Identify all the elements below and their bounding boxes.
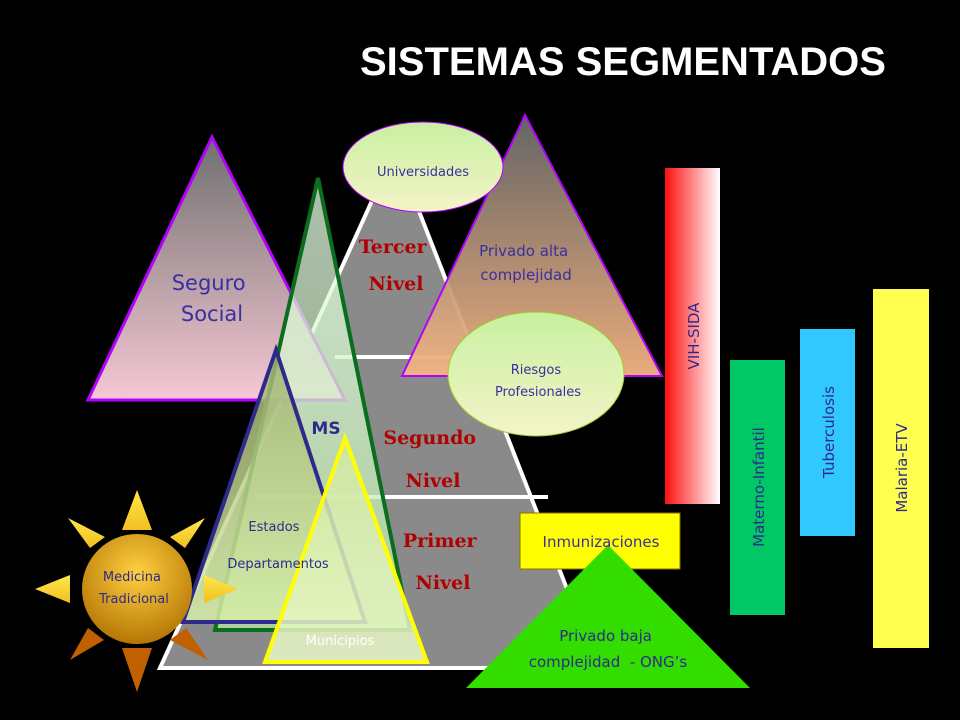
materno-infantil-bar bbox=[730, 360, 785, 615]
svg-text:Riesgos Profesionales: Riesgos Profesionales bbox=[495, 363, 581, 400]
primer-nivel-label: Nivel bbox=[416, 572, 471, 594]
svg-text:Privado alta complejidad: Privado alta complejidad bbox=[479, 242, 573, 284]
universidades-oval bbox=[342, 121, 504, 213]
tuberculosis-label: Tuberculosis bbox=[820, 386, 838, 479]
riesgos-label: Riesgos bbox=[511, 363, 562, 378]
svg-text:Tercer Nivel: Tercer Nivel bbox=[359, 236, 433, 295]
sun-shape bbox=[35, 490, 238, 692]
ongs-label: complejidad - ONG’s bbox=[529, 653, 688, 671]
segundo-label: Segundo bbox=[383, 427, 476, 449]
tuberculosis-bar bbox=[800, 329, 855, 536]
vih-sida-bar bbox=[665, 168, 720, 504]
estados-label: Estados bbox=[248, 520, 299, 535]
privado-alta-label: Privado alta bbox=[479, 242, 568, 260]
malaria-etv-bar bbox=[873, 289, 929, 648]
primer-label: Primer bbox=[403, 530, 478, 552]
page-title: SISTEMAS SEGMENTADOS bbox=[360, 40, 886, 84]
social-label: Social bbox=[181, 302, 243, 326]
departamentos-label: Departamentos bbox=[227, 557, 329, 572]
universidades-label: Universidades bbox=[377, 165, 469, 180]
privado-baja-label: Privado baja bbox=[559, 627, 652, 645]
medicina-label: Medicina bbox=[103, 570, 161, 585]
riesgos-oval bbox=[447, 311, 625, 437]
tercer-nivel-label: Nivel bbox=[369, 273, 424, 295]
tercer-label: Tercer bbox=[359, 236, 428, 258]
municipios-label: Municipios bbox=[306, 634, 375, 649]
complejidad-label: complejidad bbox=[480, 266, 572, 284]
svg-text:Medicina Tradicional: Medicina Tradicional bbox=[98, 570, 169, 607]
svg-text:Privado baja complejidad: Privado baja complejidad - ONG’s bbox=[529, 627, 688, 671]
municipios-triangle bbox=[262, 432, 430, 664]
svg-text:Seguro Social: Seguro Social bbox=[172, 271, 253, 326]
profesionales-label: Profesionales bbox=[495, 385, 581, 400]
vih-sida-label: VIH-SIDA bbox=[685, 302, 703, 370]
seguro-label: Seguro bbox=[172, 271, 246, 295]
malaria-etv-label: Malaria-ETV bbox=[893, 423, 911, 513]
ms-label: MS bbox=[311, 419, 340, 439]
materno-infantil-label: Materno-Infantil bbox=[750, 427, 768, 547]
tradicional-label: Tradicional bbox=[98, 592, 169, 607]
privado-baja-triangle bbox=[466, 545, 750, 688]
segundo-nivel-label: Nivel bbox=[406, 470, 461, 492]
svg-text:Primer Nivel: Primer Nivel bbox=[403, 530, 483, 594]
svg-text:Segundo Nivel: Segundo Nivel bbox=[383, 427, 482, 492]
svg-text:Estados Departamentos: Estados Departamentos bbox=[227, 520, 329, 572]
inmunizaciones-label: Inmunizaciones bbox=[543, 533, 660, 551]
